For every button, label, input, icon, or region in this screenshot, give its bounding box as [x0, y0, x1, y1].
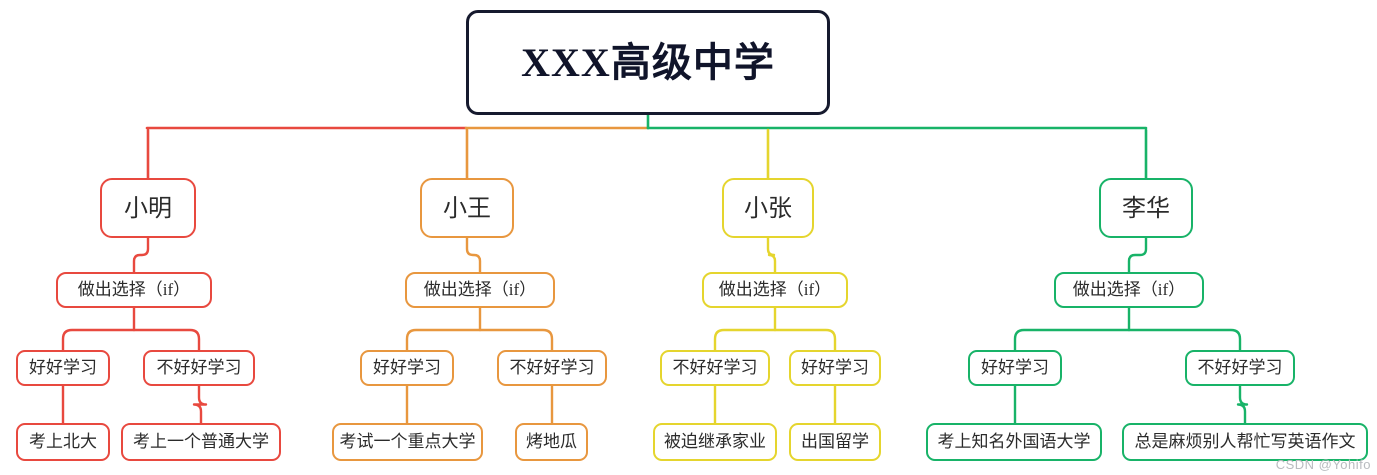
node-person-branch-xiaoming[interactable]: 小明: [100, 178, 196, 238]
node-choice-branch-xiaozhang-0[interactable]: 不好好学习: [660, 350, 770, 386]
node-decision-branch-xiaowang[interactable]: 做出选择（if）: [405, 272, 555, 308]
node-choice-branch-xiaozhang-1[interactable]: 好好学习: [789, 350, 881, 386]
node-outcome-branch-lihua-1[interactable]: 总是麻烦别人帮忙写英语作文: [1122, 423, 1368, 461]
node-decision-branch-xiaoming[interactable]: 做出选择（if）: [56, 272, 212, 308]
node-person-branch-lihua[interactable]: 李华: [1099, 178, 1193, 238]
node-choice-branch-lihua-0[interactable]: 好好学习: [968, 350, 1062, 386]
node-root-title[interactable]: XXX高级中学: [466, 10, 830, 115]
node-outcome-branch-lihua-0[interactable]: 考上知名外国语大学: [926, 423, 1102, 461]
node-choice-branch-xiaowang-1[interactable]: 不好好学习: [497, 350, 607, 386]
node-choice-branch-xiaoming-0[interactable]: 好好学习: [16, 350, 110, 386]
node-choice-branch-lihua-1[interactable]: 不好好学习: [1185, 350, 1295, 386]
node-person-branch-xiaowang[interactable]: 小王: [420, 178, 514, 238]
node-person-branch-xiaozhang[interactable]: 小张: [722, 178, 814, 238]
node-outcome-branch-xiaowang-0[interactable]: 考试一个重点大学: [332, 423, 483, 461]
node-outcome-branch-xiaozhang-1[interactable]: 出国留学: [789, 423, 881, 461]
node-outcome-branch-xiaowang-1[interactable]: 烤地瓜: [515, 423, 588, 461]
node-decision-branch-lihua[interactable]: 做出选择（if）: [1054, 272, 1204, 308]
watermark-label: CSDN @Yohifo: [1275, 457, 1371, 472]
node-outcome-branch-xiaoming-0[interactable]: 考上北大: [16, 423, 110, 461]
node-outcome-branch-xiaozhang-0[interactable]: 被迫继承家业: [653, 423, 777, 461]
node-choice-branch-xiaowang-0[interactable]: 好好学习: [360, 350, 454, 386]
node-outcome-branch-xiaoming-1[interactable]: 考上一个普通大学: [121, 423, 281, 461]
node-choice-branch-xiaoming-1[interactable]: 不好好学习: [143, 350, 255, 386]
node-decision-branch-xiaozhang[interactable]: 做出选择（if）: [702, 272, 848, 308]
